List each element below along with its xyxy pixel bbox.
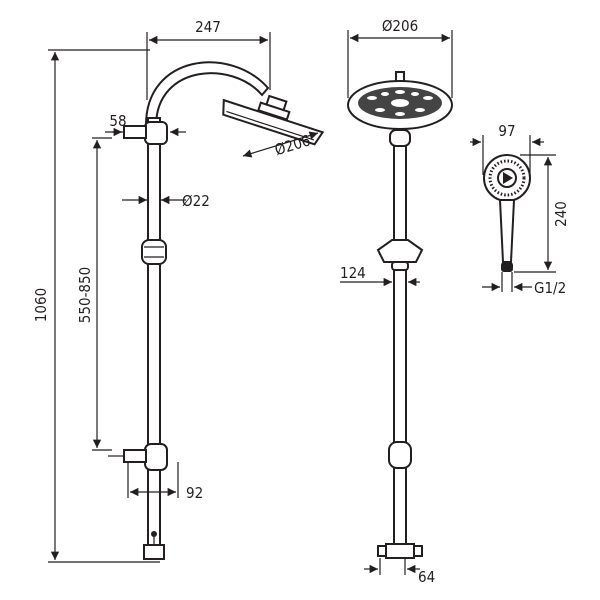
bracket-offset-label: 58 — [109, 112, 126, 130]
diverter-side — [143, 531, 165, 560]
holder-height-label: 124 — [340, 264, 366, 282]
handshower-holder-front — [376, 239, 424, 271]
handshower-view: 97 240 G1/2 — [470, 122, 570, 297]
overhead-shower-side — [222, 94, 325, 146]
handshower-length-label: 240 — [552, 201, 570, 227]
slider-knob-side — [141, 239, 167, 265]
handshower-diameter-label: 97 — [498, 122, 515, 140]
wall-offset-label: 92 — [186, 484, 203, 502]
lower-wall-bracket — [108, 443, 168, 471]
head-diameter-side-label: Ø206 — [273, 131, 313, 159]
diverter-front — [377, 543, 423, 559]
overhead-shower-front — [347, 71, 453, 130]
lower-bracket-front — [388, 441, 412, 469]
front-view: Ø206 124 — [340, 17, 453, 586]
head-diameter-front-label: Ø206 — [382, 17, 418, 35]
total-height-dimension: 1060 — [32, 49, 160, 563]
riser-pipe — [147, 117, 161, 547]
shower-arm — [144, 61, 270, 126]
outlet-width-label: 64 — [418, 568, 435, 586]
arm-reach-dimension: 247 — [146, 18, 271, 100]
bracket-spacing-label: 550-850 — [76, 267, 94, 323]
arm-reach-label: 247 — [195, 18, 221, 36]
arm-knob-front — [389, 129, 411, 147]
pipe-diameter-label: Ø22 — [182, 192, 210, 210]
connection-thread-label: G1/2 — [534, 279, 566, 297]
side-view: 1060 247 Ø206 58 — [32, 18, 325, 563]
riser-pipe-front — [393, 129, 407, 545]
total-height-label: 1060 — [32, 288, 50, 322]
